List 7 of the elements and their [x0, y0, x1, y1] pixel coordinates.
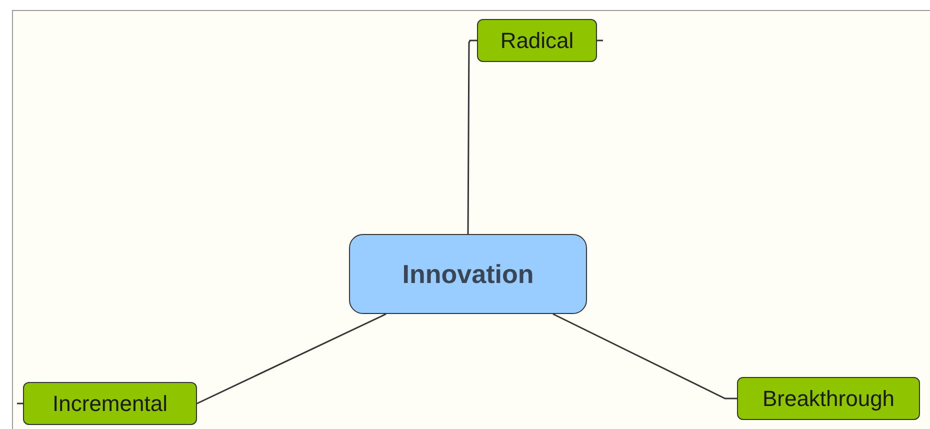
connector-line — [552, 313, 737, 400]
subtopic-box: Radical — [477, 19, 597, 62]
connector-line — [196, 313, 386, 404]
connector-line — [467, 40, 477, 234]
subtopic-box: Incremental — [23, 382, 197, 425]
topic-box: Innovation — [349, 234, 587, 314]
subtopic-box: Breakthrough — [737, 377, 920, 420]
